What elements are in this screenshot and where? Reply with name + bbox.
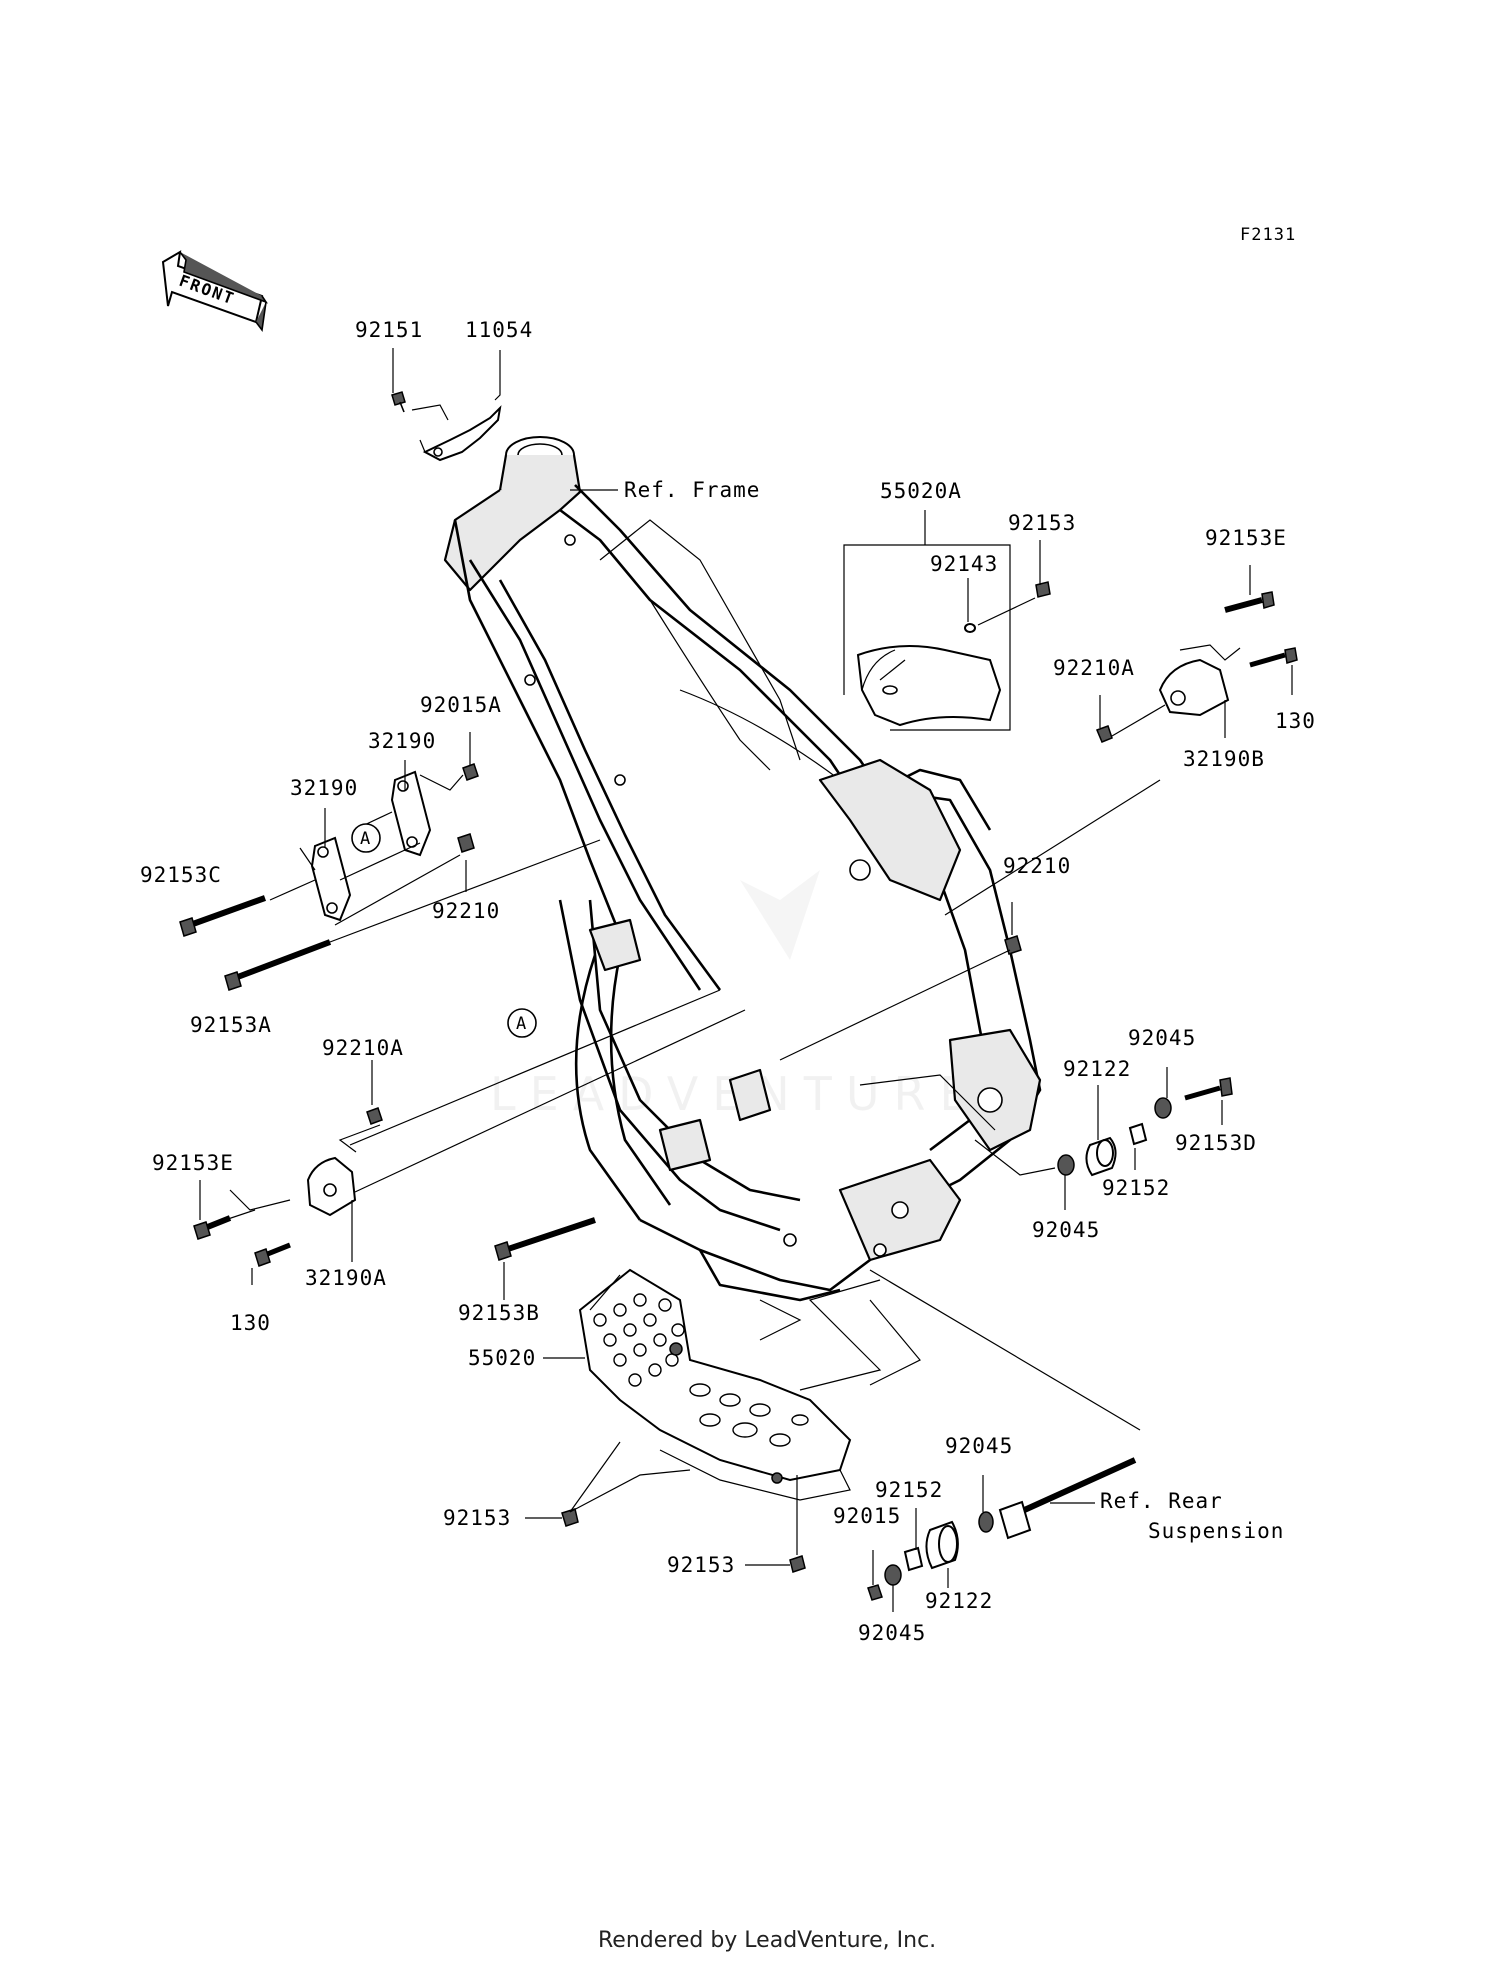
motorcycle-frame — [443, 436, 1042, 1302]
mount-set-upper-right — [1057, 1077, 1233, 1177]
skid-plate — [578, 1268, 852, 1501]
leader-lines — [199, 348, 1293, 1612]
washer-92143 — [964, 623, 976, 633]
part-label: 92153C — [140, 863, 222, 887]
part-label: 11054 — [465, 318, 533, 342]
part-label: 92153 — [1008, 511, 1076, 535]
part-label: 92153D — [1175, 1131, 1257, 1155]
ref-rear-label: Ref. Rear — [1100, 1489, 1223, 1513]
part-label: 92153 — [443, 1506, 511, 1530]
svg-text:A: A — [360, 829, 370, 849]
nut-92210-right — [1004, 935, 1022, 955]
part-label: 92045 — [945, 1434, 1013, 1458]
part-label: 130 — [1275, 709, 1316, 733]
part-label: 32190A — [305, 1266, 387, 1290]
bolt-92153A — [224, 939, 332, 991]
figure-id: F2131 — [1240, 225, 1296, 245]
part-label: 92015 — [833, 1504, 901, 1528]
part-label: 92122 — [925, 1589, 993, 1613]
mount-set-lower-right — [867, 1457, 1137, 1601]
part-label: 32190 — [368, 729, 436, 753]
part-label: 92122 — [1063, 1057, 1131, 1081]
bracket-32190A — [306, 1156, 357, 1217]
part-label: 92153E — [152, 1151, 234, 1175]
part-label: 92151 — [355, 318, 423, 342]
part-label: 130 — [230, 1311, 271, 1335]
ref-frame-label: Ref. Frame — [624, 478, 760, 502]
part-label: 55020A — [880, 479, 962, 503]
part-label: 92015A — [420, 693, 502, 717]
callout-a-lower: A — [507, 1008, 537, 1038]
footer-credit: Rendered by LeadVenture, Inc. — [598, 1928, 936, 1953]
part-label: 92152 — [875, 1478, 943, 1502]
part-label: 92153A — [190, 1013, 272, 1037]
bolt-92153C — [179, 895, 267, 937]
bolt-92153B — [494, 1217, 596, 1261]
part-label: 92210 — [432, 899, 500, 923]
bracket-32190-inner — [390, 770, 432, 857]
part-label: 32190B — [1183, 747, 1265, 771]
bolt-92153-top — [1035, 581, 1051, 598]
part-number-labels: 92151 11054 55020A 92153 92143 92153E 92… — [140, 318, 1316, 1645]
bracket-11054 — [422, 405, 502, 462]
part-label: 92045 — [1128, 1026, 1196, 1050]
bolt-130-upper — [1249, 647, 1298, 668]
nut-92210A-lower — [366, 1107, 383, 1125]
watermark-logo — [740, 870, 820, 960]
ref-rear-label-line2: Suspension — [1148, 1519, 1284, 1543]
svg-text:A: A — [516, 1014, 526, 1034]
part-label: 92153B — [458, 1301, 540, 1325]
callout-a-upper: A — [351, 823, 381, 853]
bracket-32190-outer — [310, 836, 352, 922]
part-label: 92045 — [1032, 1218, 1100, 1242]
part-label: 92153 — [667, 1553, 735, 1577]
watermark-text: LEADVENTURE — [490, 1067, 983, 1121]
nut-92210-left — [457, 833, 475, 853]
guard-55020A — [856, 645, 1002, 727]
part-label: 92152 — [1102, 1176, 1170, 1200]
part-label: 92045 — [858, 1621, 926, 1645]
nut-92015A — [462, 763, 479, 781]
bolt-130-lower — [254, 1242, 291, 1267]
bolt-92151 — [391, 391, 406, 413]
bracket-32190B — [1158, 658, 1230, 717]
bolt-92153E-lower — [193, 1215, 232, 1240]
part-label: 32190 — [290, 776, 358, 800]
part-label: 92210A — [1053, 656, 1135, 680]
nut-92210A-upper — [1096, 725, 1113, 743]
part-label: 92210 — [1003, 854, 1071, 878]
bolt-92153E-upper — [1224, 591, 1275, 613]
part-label: 92210A — [322, 1036, 404, 1060]
part-label: 55020 — [468, 1346, 536, 1370]
front-arrow-icon: FRONT — [161, 250, 269, 333]
part-label: 92143 — [930, 552, 998, 576]
bolt-92153-skid-right — [789, 1555, 806, 1573]
part-label: 92153E — [1205, 526, 1287, 550]
